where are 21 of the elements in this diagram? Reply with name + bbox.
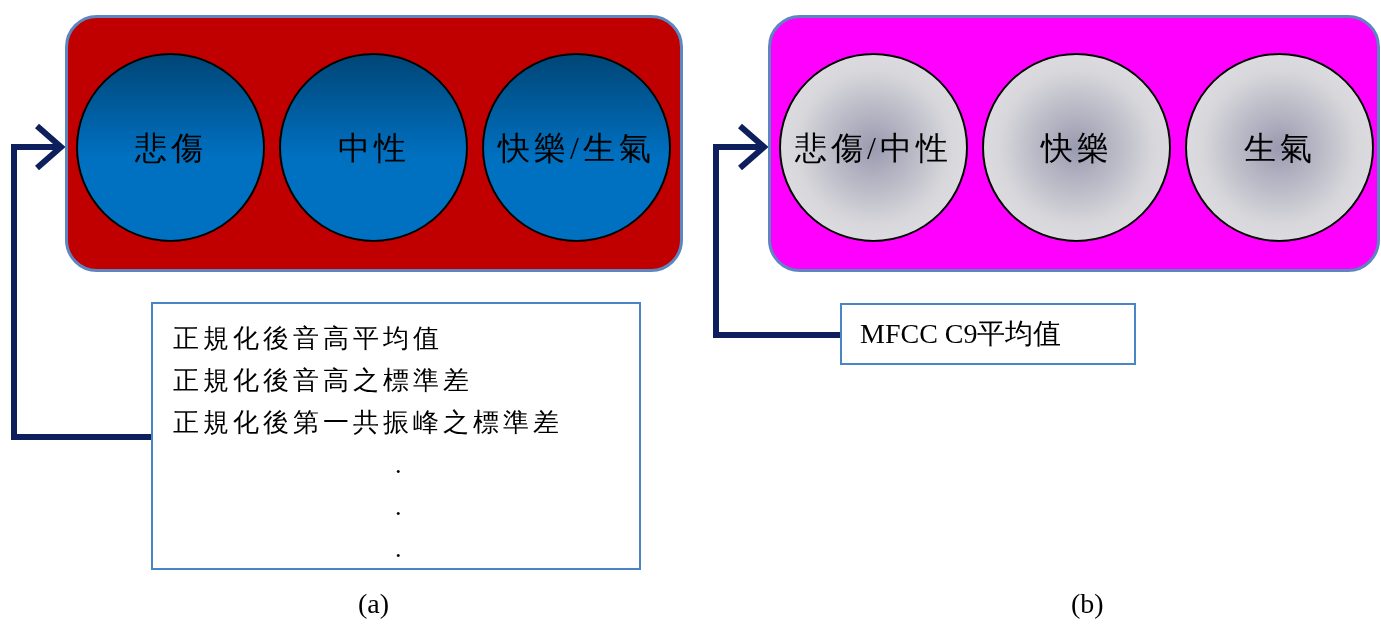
node-text: 悲傷/中性	[795, 128, 952, 168]
node-text: 生氣	[1243, 128, 1316, 168]
panel-caption: (a)	[358, 588, 390, 620]
feature-text: 正規化後音高平均值	[173, 323, 443, 355]
arrow	[713, 123, 840, 338]
ellipsis-dot: .	[395, 449, 402, 481]
node-text: 快樂	[1040, 128, 1113, 168]
feature-list-box	[151, 302, 641, 570]
arrow	[11, 123, 151, 440]
node-text: 中性	[337, 128, 410, 168]
feature-box	[840, 303, 1136, 365]
node-text: 快樂/生氣	[498, 128, 655, 168]
group-panel	[65, 15, 683, 272]
panel-caption: (b)	[1071, 588, 1104, 620]
node-text: MFCC C9平均值	[860, 317, 1062, 351]
feature-text: 正規化後音高之標準差	[173, 365, 473, 397]
group-panel	[768, 15, 1380, 272]
ellipsis-dot: .	[395, 491, 402, 523]
node-text: 悲傷	[134, 128, 207, 168]
ellipsis-dot: .	[395, 533, 402, 565]
feature-text: 正規化後第一共振峰之標準差	[173, 407, 563, 439]
